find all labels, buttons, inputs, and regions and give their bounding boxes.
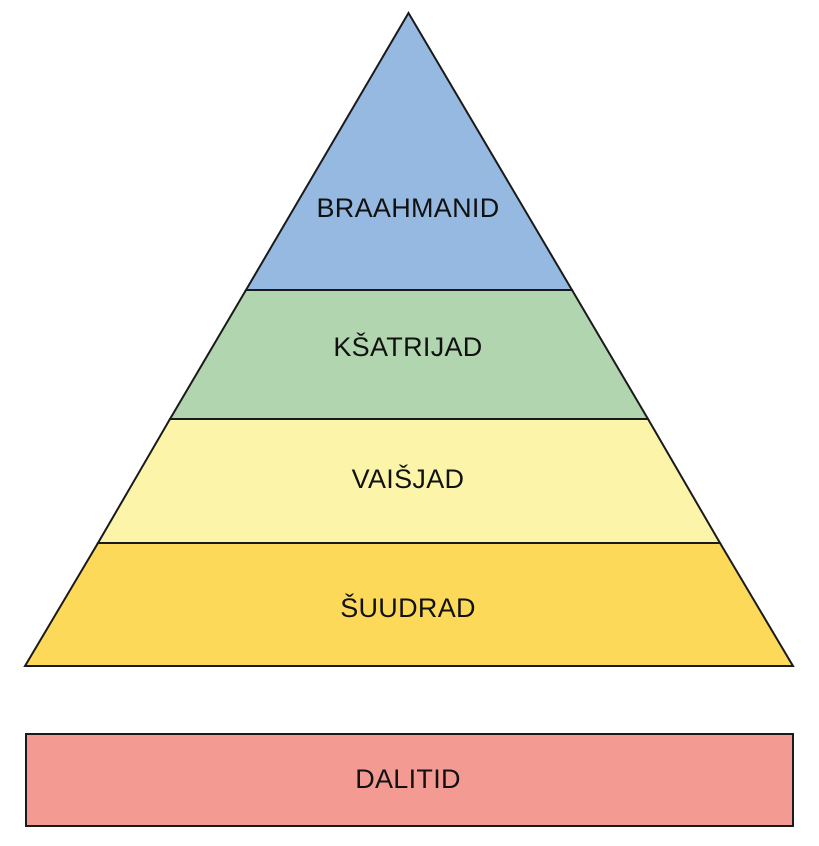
tier-2-label: KŠATRIJAD	[333, 331, 482, 362]
outside-box-shape	[25, 733, 794, 827]
outside-box-label: DALITID	[355, 764, 461, 794]
tier-1-label: BRAAHMANID	[316, 193, 499, 223]
tier-4-label: ŠUUDRAD	[340, 592, 476, 623]
outside-box: DALITID	[25, 733, 794, 827]
tier-4-shape	[23, 542, 795, 667]
tier-1-shape	[244, 11, 574, 291]
tier-3-label: VAIŠJAD	[352, 463, 465, 494]
pyramid: BRAAHMANID KŠATRIJAD VAIŠJAD ŠUUDRAD	[23, 11, 795, 667]
